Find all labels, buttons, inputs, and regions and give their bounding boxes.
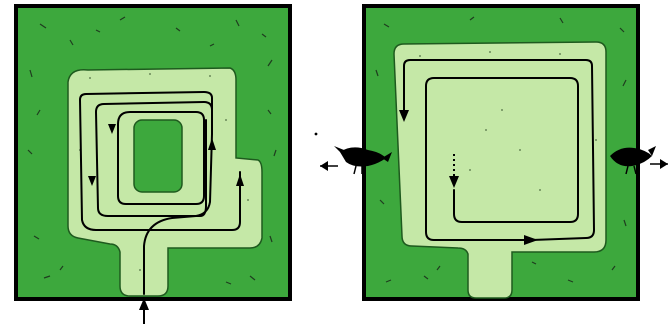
right-field-panel (320, 4, 668, 301)
left-route-arrows (88, 124, 244, 186)
right-route-middle (425, 77, 579, 241)
left-route-inner-loop (94, 100, 213, 217)
bird-icon-right (610, 146, 668, 175)
right-mowing-route (403, 59, 596, 241)
right-path-speckles (419, 51, 597, 191)
bird-icon-left (320, 146, 392, 175)
arrow-up-icon (208, 138, 216, 150)
right-field-grass-marks (375, 16, 627, 283)
separator-dot (314, 132, 318, 136)
right-inner-area (430, 82, 570, 222)
left-route-spiral (78, 90, 241, 231)
left-field-panel (14, 4, 292, 324)
arrow-down-icon (449, 176, 459, 188)
left-route-core-loop (117, 111, 205, 205)
arrow-down-icon (88, 176, 96, 186)
arrow-right-icon (524, 235, 538, 245)
left-field-grass-marks (27, 16, 277, 285)
arrow-up-icon (236, 174, 244, 186)
entry-arrow (139, 298, 149, 324)
left-mowing-route (78, 90, 241, 295)
arrow-down-icon (108, 124, 116, 134)
arrow-down-icon (399, 110, 409, 122)
left-inner-island (133, 119, 183, 193)
right-route-outer (403, 59, 596, 241)
right-route-arrows (399, 110, 538, 245)
